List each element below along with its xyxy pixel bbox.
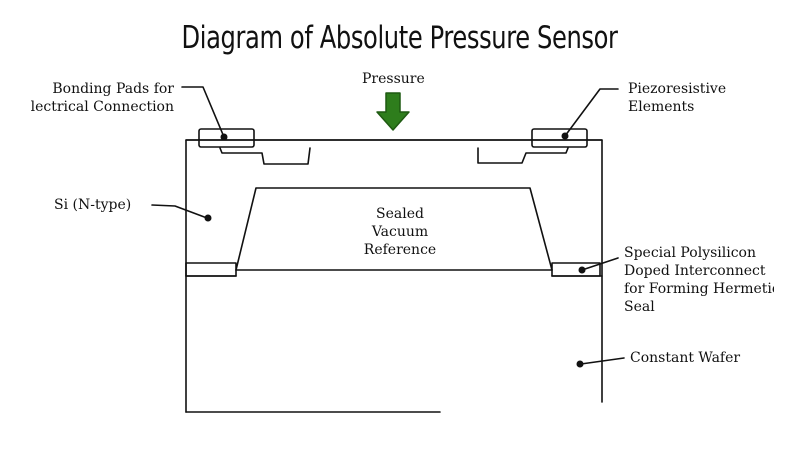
leader-dot-poly xyxy=(578,266,586,274)
bonding-pad-left xyxy=(198,128,255,148)
down-arrow-icon xyxy=(376,92,410,131)
leader-dot-si xyxy=(204,214,212,222)
piezoresistive-label: Piezoresistive Elements xyxy=(628,80,726,116)
leader-dot-piezo xyxy=(561,132,569,140)
sealed-vacuum-line-3: Reference xyxy=(363,242,437,258)
polysilicon-label: Special Polysilicon Doped Interconnect f… xyxy=(624,244,774,316)
bonding-pads-label: Bonding Pads for lectrical Connection xyxy=(10,80,174,116)
polysilicon-seal-right xyxy=(551,262,601,277)
bonding-pad-right xyxy=(531,128,588,148)
sealed-vacuum-line-1: Sealed xyxy=(376,206,424,222)
vacuum-cavity xyxy=(235,187,553,271)
leader-dot-bonding xyxy=(220,133,228,141)
sensor-body-outline xyxy=(185,139,603,413)
bonding-pads-line-2: lectrical Connection xyxy=(30,99,174,115)
leader-si-ntype xyxy=(151,204,208,219)
polysilicon-line-3: for Forming Hermetic xyxy=(624,281,774,297)
leader-constant-wafer xyxy=(580,357,625,365)
pressure-label: Pressure xyxy=(362,71,425,87)
sealed-vacuum-label: Sealed Vacuum Reference xyxy=(340,205,460,259)
sealed-vacuum-line-2: Vacuum xyxy=(371,224,429,240)
polysilicon-line-4: Seal xyxy=(624,299,655,315)
diagram-title: Diagram of Absolute Pressure Sensor xyxy=(181,20,618,56)
polysilicon-seal-left xyxy=(185,262,237,277)
bonding-pads-line-1: Bonding Pads for xyxy=(52,81,174,97)
si-ntype-label: Si (N-type) xyxy=(54,197,132,213)
piezoresistive-line-2: Elements xyxy=(628,99,695,115)
polysilicon-line-2: Doped Interconnect xyxy=(624,263,766,279)
leader-bonding-pads xyxy=(181,86,225,138)
piezoresistor-recess-right xyxy=(477,147,569,164)
piezoresistive-line-1: Piezoresistive xyxy=(628,81,727,97)
leader-piezoresistive xyxy=(564,88,619,137)
piezoresistor-recess-left xyxy=(219,147,311,165)
polysilicon-line-1: Special Polysilicon xyxy=(624,245,757,261)
leader-polysilicon xyxy=(581,257,619,271)
leader-dot-wafer xyxy=(576,360,584,368)
constant-wafer-label: Constant Wafer xyxy=(630,350,741,366)
